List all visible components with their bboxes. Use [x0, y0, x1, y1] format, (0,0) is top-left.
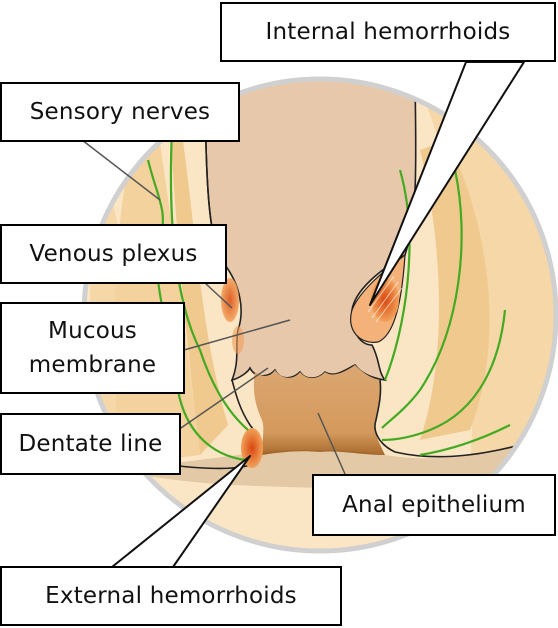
right-muscle-band — [420, 140, 490, 440]
anal-epithelium-text: Anal epithelium — [342, 492, 526, 518]
mucous-membrane-text-line1: Mucous — [48, 318, 137, 344]
sensory-nerves-text: Sensory nerves — [29, 99, 211, 125]
anal-canal — [253, 365, 385, 455]
rectal-lumen — [204, 79, 417, 382]
internal-hemorrhoids-pointer — [369, 61, 525, 306]
label-dentate-line: Dentate line — [0, 413, 181, 475]
label-internal-hemorrhoids: Internal hemorrhoids — [220, 2, 556, 62]
mucous-membrane-text-line2: membrane — [28, 352, 157, 378]
label-venous-plexus: Venous plexus — [0, 224, 227, 284]
external-hemorrhoids-text: External hemorrhoids — [45, 583, 297, 609]
internal-hemorrhoids-text: Internal hemorrhoids — [265, 19, 511, 45]
dentate-line-text: Dentate line — [18, 431, 163, 457]
venous-plexus-text: Venous plexus — [29, 241, 198, 267]
label-anal-epithelium: Anal epithelium — [312, 474, 556, 536]
leader-lines — [81, 139, 346, 475]
label-mucous-membrane: Mucous membrane — [0, 302, 185, 394]
label-external-hemorrhoids: External hemorrhoids — [0, 566, 342, 626]
venous-plexus — [221, 278, 239, 322]
label-sensory-nerves: Sensory nerves — [0, 82, 240, 142]
left-inner-band — [170, 120, 228, 455]
